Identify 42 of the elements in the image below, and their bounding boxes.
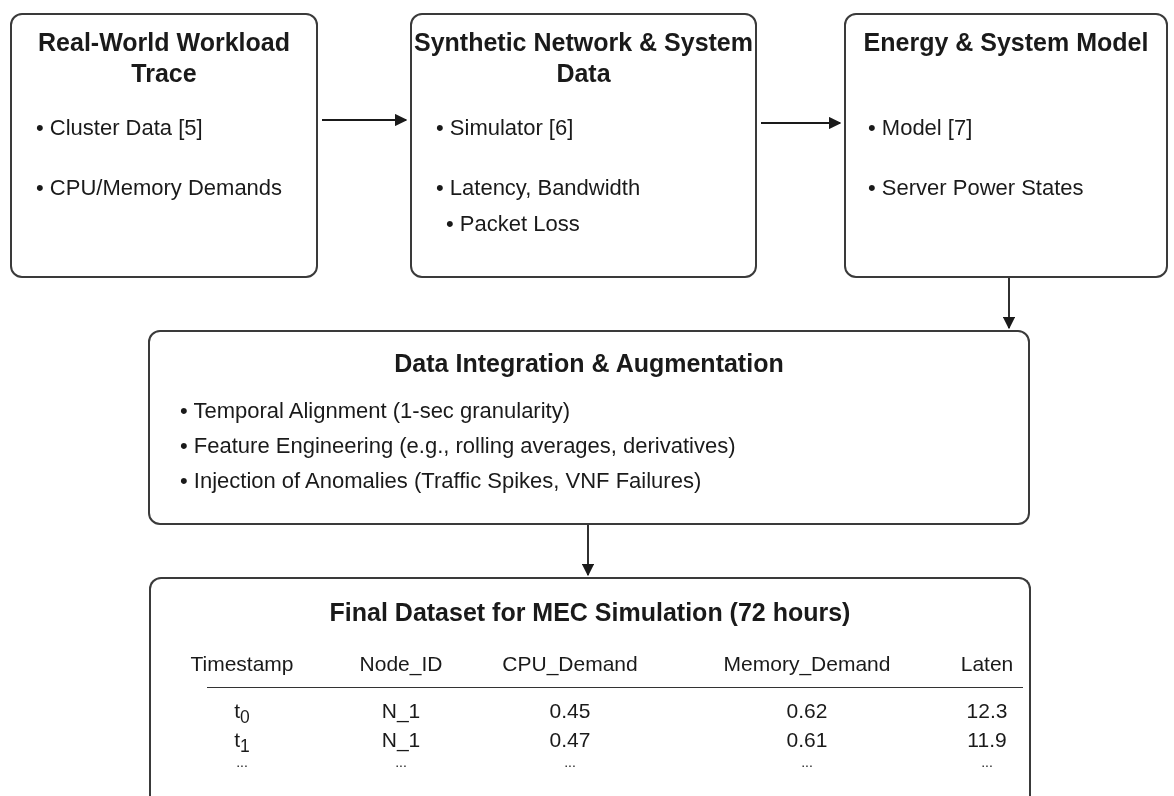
column-header: CPU_Demand — [502, 652, 638, 676]
bullet-item: • Cluster Data [5] — [36, 115, 204, 142]
column-header: Timestamp — [190, 652, 294, 676]
table-cell: ... — [801, 754, 813, 770]
column-header: Memory_Demand — [723, 652, 891, 676]
column-header: Node_ID — [359, 652, 443, 676]
bullet-item: • CPU/Memory Demands — [36, 175, 284, 202]
arrow — [321, 113, 408, 127]
process-box — [149, 577, 1031, 796]
table-cell: ... — [395, 754, 407, 770]
box-title: Synthetic Network & System Data — [413, 27, 754, 90]
bullet-item: • Feature Engineering (e.g., rolling averages, derivatives) — [180, 433, 737, 460]
bullet-item: • Simulator [6] — [436, 115, 575, 142]
column-header: Laten — [960, 652, 1014, 676]
box-title: Real-World Workload Trace — [37, 27, 291, 90]
table-cell: 12.3 — [966, 699, 1008, 723]
bullet-item: • Server Power States — [868, 175, 1085, 202]
table-cell: ... — [981, 754, 993, 770]
table-cell: 0.45 — [549, 699, 591, 723]
table-cell: t$_{0}$ — [234, 699, 250, 729]
arrow — [760, 116, 842, 130]
table-cell: N_1 — [381, 728, 421, 752]
table-cell: N_1 — [381, 699, 421, 723]
arrow — [581, 524, 595, 577]
box-title: Final Dataset for MEC Simulation (72 hours) — [328, 597, 852, 628]
bullet-item: • Model [7] — [868, 115, 974, 142]
box-title: Data Integration & Augmentation — [393, 348, 785, 379]
process-box — [410, 13, 757, 278]
box-title: Energy & System Model — [862, 27, 1150, 58]
table-cell: 0.61 — [786, 728, 828, 752]
bullet-item: • Latency, Bandwidth — [436, 175, 642, 202]
arrow — [1002, 277, 1016, 330]
table-cell: 11.9 — [967, 728, 1007, 752]
table-cell: 0.62 — [786, 699, 828, 723]
bullet-item: • Temporal Alignment (1-sec granularity) — [180, 398, 572, 425]
process-box — [148, 330, 1030, 525]
bullet-item: • Packet Loss — [446, 211, 581, 238]
table-cell: ... — [564, 754, 576, 770]
process-box — [10, 13, 318, 278]
process-box — [844, 13, 1168, 278]
table-cell: 0.47 — [549, 728, 591, 752]
bullet-item: • Injection of Anomalies (Traffic Spikes, VNF Failures) — [180, 468, 703, 495]
